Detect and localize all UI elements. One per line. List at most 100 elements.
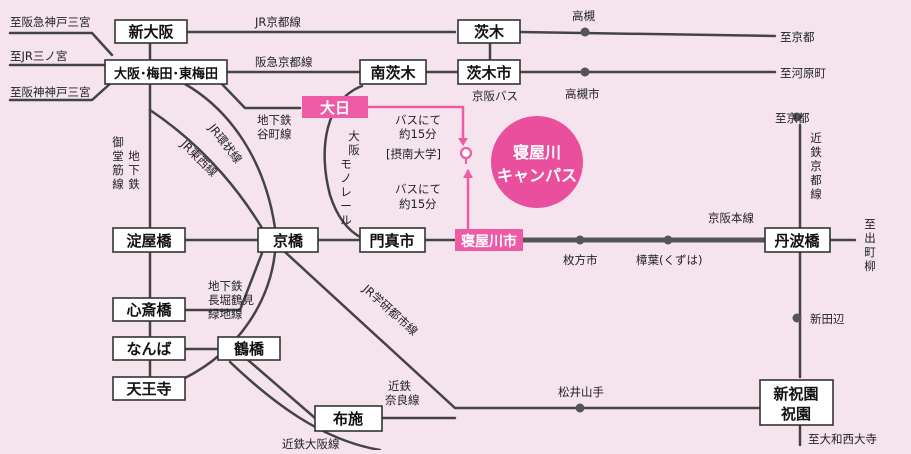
label-midosuji-4: 線: [112, 177, 124, 191]
label-subway-3: 鉄: [128, 177, 140, 191]
label-monorail-6: ー: [340, 199, 352, 213]
station-yodoyabashi: 淀屋橋: [126, 232, 172, 250]
station-box-dainichi: [302, 96, 368, 118]
label-tanimachi-1: 地下鉄: [257, 113, 292, 127]
label-demachi-3: 町: [864, 245, 876, 259]
station-kyobashi: 京橋: [273, 232, 304, 250]
bus-arrow-up: [463, 169, 473, 178]
label-takatsukishi: 高槻市: [565, 87, 600, 101]
label-kintetsu-kyoto-3: 京: [810, 159, 822, 173]
station-box-kyobashi: [257, 227, 319, 253]
label-kintetsu-kyoto-1: 近: [810, 131, 822, 145]
label-bus2-2: 約15分: [399, 197, 437, 211]
label-to-kyoto-right: 至京都: [775, 111, 810, 125]
station-box-shin-osaka: [114, 19, 188, 44]
takatsuki-dot: [580, 27, 590, 37]
station-kadomashi: 門真市: [369, 232, 414, 250]
label-monorail-5: レ: [340, 185, 352, 199]
label-monorail-3: モ: [340, 157, 352, 171]
jr-tozai-line: [148, 108, 264, 230]
station-box-namba: [112, 336, 186, 361]
station-shin-osaka: 新大阪: [128, 23, 174, 41]
station-hosono: 祝園: [781, 405, 811, 423]
station-box-shinhosono: [759, 379, 834, 426]
label-kintetsu-kyoto-2: 鉄: [810, 145, 822, 159]
label-matsuiyamate: 松井山手: [558, 385, 604, 399]
tanimachi-line: [218, 80, 302, 110]
label-subway-1: 地: [128, 149, 140, 163]
label-kintetsu-osaka: 近鉄大阪線: [282, 437, 340, 450]
station-box-tsuruhashi: [217, 336, 281, 361]
label-setsunan: [摂南大学]: [386, 147, 441, 161]
hankyu-kobe-branch: [8, 31, 114, 57]
label-hankyu-kyoto: 阪急京都線: [255, 55, 313, 69]
station-box-kadomashi: [359, 227, 426, 253]
label-to-kyoto-top: 至京都: [780, 30, 815, 44]
station-box-fuse: [314, 405, 383, 432]
station-box-yodoyabashi: [112, 227, 186, 253]
shintanabe-dot: [792, 313, 802, 323]
label-demachi-4: 柳: [864, 259, 876, 273]
label-midosuji-3: 筋: [112, 163, 124, 177]
label-subway-2: 下: [128, 163, 140, 177]
station-box-tennoji: [112, 376, 186, 401]
hirakatashi-dot: [575, 235, 585, 245]
label-kintetsu-kyoto-5: 線: [810, 187, 822, 201]
station-dainichi: 大日: [320, 99, 350, 117]
kintetsu-osaka-line: [228, 360, 382, 452]
label-demachi-2: 出: [864, 231, 876, 245]
label-nagahori-2: 長堀鶴見: [208, 293, 254, 307]
label-bus2-1: バスにて: [395, 182, 441, 196]
station-shinhosono: 新祝園: [773, 385, 818, 403]
label-midosuji-1: 御: [112, 135, 124, 149]
label-tanimachi-2: 谷町線: [257, 127, 292, 141]
label-kintetsu-nara-1: 近鉄: [388, 379, 411, 393]
hanshin-branch: [8, 80, 114, 102]
station-tambabashi: 丹波橋: [774, 232, 820, 250]
label-monorail-4: ノ: [340, 171, 352, 185]
label-kuzuha: 樟葉(くずは): [636, 253, 702, 267]
campus-pin-icon: [459, 146, 473, 160]
matsuiyamate-dot: [575, 403, 585, 413]
station-tennoji: 天王寺: [126, 380, 171, 398]
label-jr-tozai: JR東西線: [177, 137, 220, 180]
label-monorail-1: 大: [348, 129, 360, 143]
station-ibaraki: 茨木: [474, 23, 505, 41]
nagahori-line: [183, 251, 264, 312]
bus-arrow-down: [458, 138, 468, 146]
label-bus1-2: 約15分: [399, 127, 437, 141]
label-to-sannomiya-hankyu: 至阪急神戸三宮: [10, 15, 91, 29]
station-box-tambabashi: [764, 227, 831, 253]
label-keihan-bus: 京阪バス: [472, 89, 518, 103]
gakkentoshi-line: [283, 250, 762, 410]
label-monorail-7: ル: [340, 213, 352, 227]
station-neyagawashi: 寝屋川市: [461, 233, 517, 250]
label-monorail-2: 阪: [348, 143, 360, 157]
station-box-minami-ibaraki: [359, 59, 427, 85]
label-kintetsu-nara-2: 奈良線: [385, 393, 420, 407]
label-keihan-main: 京阪本線: [708, 211, 754, 225]
station-minami-ibaraki: 南茨木: [370, 64, 416, 82]
label-bus1-1: バスにて: [395, 113, 441, 127]
bus-route-dainichi: [368, 105, 465, 142]
station-box-ibaraki: [457, 19, 521, 44]
label-to-sannomiya-jr: 至JR三ノ宮: [10, 49, 67, 63]
station-box-shinsaibashi: [112, 297, 186, 322]
label-shintanabe: 新田辺: [810, 312, 845, 326]
label-takatsuki: 高槻: [572, 9, 595, 23]
station-osaka-umeda: 大阪･梅田･東梅田: [114, 66, 218, 82]
station-namba: なんば: [126, 340, 171, 358]
jr-loop-line: [183, 82, 277, 380]
label-nagahori-3: 緑地線: [208, 307, 243, 321]
station-ibarakishi: 茨木市: [466, 64, 511, 82]
station-fuse: 布施: [333, 410, 363, 428]
label-hirakatashi: 枚方市: [563, 253, 598, 267]
takatsukishi-dot: [580, 67, 590, 77]
station-tsuruhashi: 鶴橋: [234, 340, 265, 358]
station-shinsaibashi: 心斎橋: [126, 301, 172, 319]
label-kintetsu-kyoto-4: 都: [810, 173, 822, 187]
kyoto-kintetsu-dot: [792, 112, 802, 122]
label-nagahori-1: 地下鉄: [208, 279, 243, 293]
kuzuha-dot: [663, 235, 673, 245]
